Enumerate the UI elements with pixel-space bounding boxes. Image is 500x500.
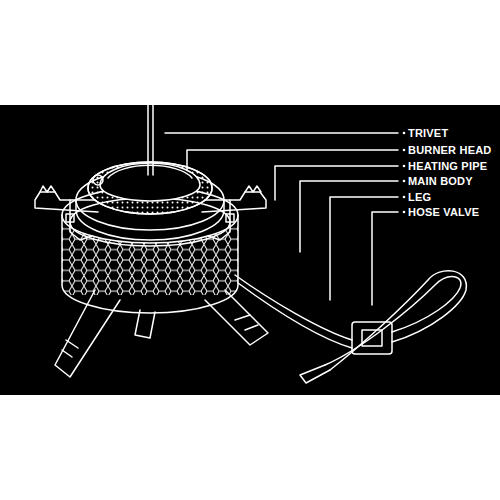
part-label: BURNER HEAD — [408, 144, 491, 157]
part-label: TRIVET — [408, 127, 448, 140]
part-label: HOSE VALVE — [408, 206, 479, 219]
part-label: LEG — [408, 191, 431, 204]
part-label: HEATING PIPE — [408, 160, 487, 173]
part-label: MAIN BODY — [408, 175, 473, 188]
